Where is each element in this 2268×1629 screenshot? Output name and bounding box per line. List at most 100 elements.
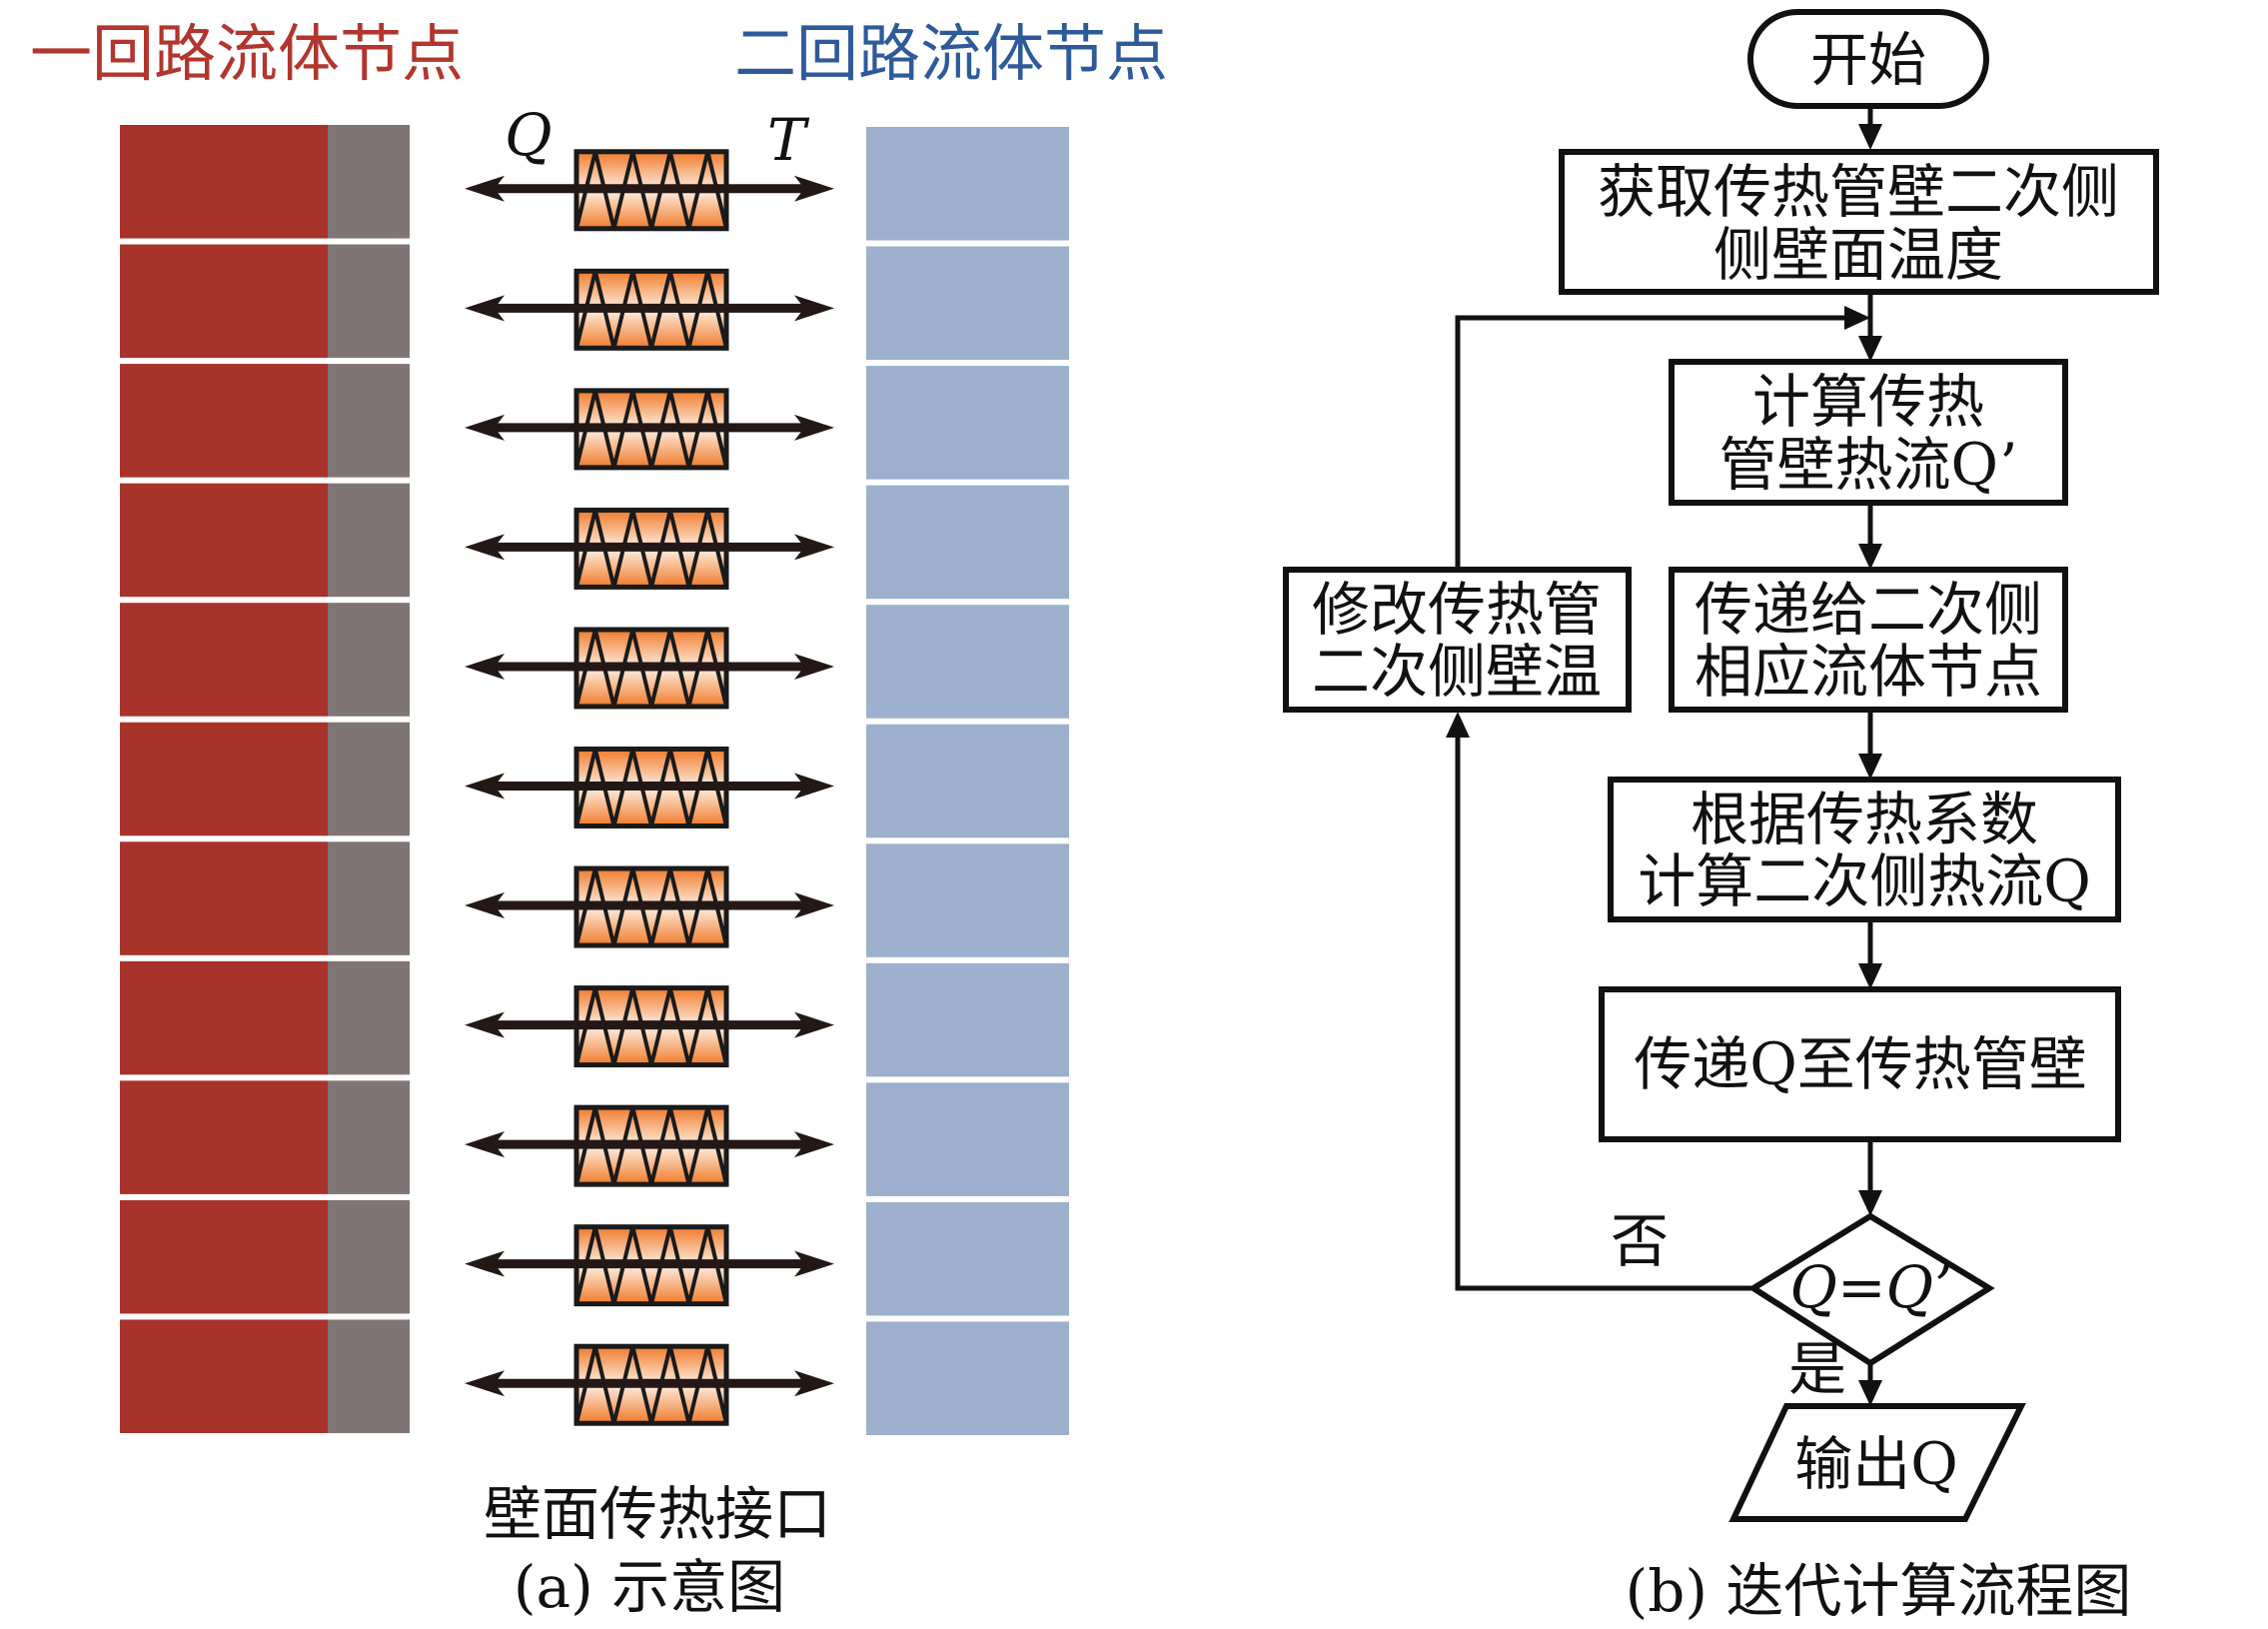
step-2-box [1669, 359, 2068, 506]
arrow-left-icon [465, 1250, 505, 1277]
wall-node [328, 1199, 410, 1314]
secondary-fluid-node [866, 962, 1069, 1077]
step-2-line-1: 计算传热 [1752, 368, 1984, 436]
arrow-right-icon [794, 175, 834, 202]
interface-label: 壁面传热接口 [484, 1480, 831, 1548]
secondary-fluid-node [866, 1082, 1069, 1196]
arrow-down-icon [1858, 754, 1882, 780]
secondary-fluid-node [866, 127, 1069, 241]
panel-b-caption: (b) 迭代计算流程图 [1626, 1557, 2132, 1625]
heat-transfer-coil [465, 507, 834, 590]
arrow-right-icon [794, 1250, 834, 1277]
wall-node [328, 1319, 410, 1433]
decision-label: Q=Q’ [1789, 1253, 1952, 1321]
coil-winding [574, 629, 728, 708]
step-modify-wall-temperature: 修改传热管 二次侧壁温 [1283, 567, 1632, 713]
wall-node [328, 244, 410, 359]
coil-winding [574, 867, 728, 946]
step-5-line-1: 传递Q至传热管壁 [1634, 1030, 2087, 1098]
heat-transfer-coil [465, 268, 834, 351]
primary-fluid-node [120, 722, 328, 836]
wall-node [328, 125, 410, 239]
arrow-left-icon [465, 653, 505, 680]
decision-diamond [1747, 1212, 1995, 1367]
wall-nodes [328, 125, 410, 1433]
arrow-down-icon [1858, 124, 1882, 150]
arrow-left-icon [465, 892, 505, 919]
primary-fluid-node [120, 1319, 328, 1433]
primary-fluid-node [120, 841, 328, 955]
arrow-left-icon [465, 1011, 505, 1038]
arrow-up-icon [1446, 712, 1470, 738]
secondary-fluid-nodes [866, 127, 1069, 1435]
arrow-right-icon [1844, 306, 1870, 330]
loop-back-connector [1455, 315, 1858, 570]
wall-node [328, 364, 410, 478]
coil-winding [574, 390, 728, 469]
coil-winding [574, 1345, 728, 1424]
arrow-right-icon [794, 892, 834, 919]
heat-transfer-interfaces [465, 149, 834, 1426]
heat-transfer-coil [465, 1224, 834, 1307]
wall-node [328, 722, 410, 836]
arrow-left-icon [465, 414, 505, 441]
arrow-right-icon [794, 1131, 834, 1158]
output-label: 输出Q [1794, 1430, 1958, 1498]
step-1-line-1: 获取传热管壁二次侧 [1598, 158, 2119, 226]
heat-transfer-coil [465, 1343, 834, 1426]
primary-fluid-node [120, 960, 328, 1075]
step-3-line-1: 传递给二次侧 [1695, 576, 2042, 644]
step-pass-q-to-wall: 传递Q至传热管壁 [1599, 986, 2121, 1142]
yes-branch-label: 是 [1788, 1335, 1846, 1403]
arrow-left-icon [465, 175, 505, 202]
arrow-left-icon [465, 773, 505, 800]
modify-step-line-2: 二次侧壁温 [1312, 638, 1602, 706]
decision-converged: Q=Q’ 否 是 [1611, 1207, 1995, 1403]
heat-transfer-coil [465, 985, 834, 1068]
primary-fluid-nodes [120, 125, 328, 1433]
output-node: 输出Q [1728, 1403, 2026, 1522]
heat-transfer-coil [465, 627, 834, 710]
secondary-fluid-node [866, 246, 1069, 361]
primary-fluid-node [120, 483, 328, 598]
wall-node [328, 603, 410, 717]
step-2-line-2: 管壁热流Q’ [1718, 431, 2017, 499]
arrow-right-icon [794, 295, 834, 322]
modify-step-line-1: 修改传热管 [1312, 576, 1602, 644]
no-branch-connector [1455, 722, 1753, 1291]
arrow-right-icon [794, 773, 834, 800]
step-1-line-2: 侧壁面温度 [1713, 221, 2003, 289]
coil-winding [574, 749, 728, 826]
wall-node [328, 841, 410, 955]
heat-transfer-coil [465, 149, 834, 232]
step-3-box [1669, 567, 2068, 713]
step-get-wall-temperature: 获取传热管壁二次侧 侧壁面温度 [1559, 149, 2159, 295]
secondary-loop-title: 二回路流体节点 [734, 17, 1168, 90]
output-parallelogram [1728, 1403, 2026, 1522]
secondary-fluid-node [866, 1201, 1069, 1316]
coil-winding [574, 1106, 728, 1185]
heat-flow-label-q: Q [505, 101, 553, 169]
primary-fluid-node [120, 364, 328, 478]
step-pass-to-secondary-node: 传递给二次侧 相应流体节点 [1669, 567, 2068, 713]
start-node: 开始 [1747, 9, 1989, 109]
arrow-right-icon [794, 534, 834, 561]
wall-node [328, 1080, 410, 1194]
coil-winding [574, 151, 728, 230]
coil-winding [574, 1226, 728, 1305]
primary-fluid-node [120, 1080, 328, 1194]
heat-transfer-coil [465, 747, 834, 828]
arrow-left-icon [465, 534, 505, 561]
step-3-line-2: 相应流体节点 [1695, 638, 2042, 706]
arrow-down-icon [1858, 336, 1882, 362]
panel-a-schematic: 一回路流体节点 二回路流体节点 Q T 壁面传热接口 (a) 示意图 [30, 17, 1168, 1621]
arrow-down-icon [1858, 963, 1882, 989]
coil-winding [574, 987, 728, 1066]
step-5-box [1599, 986, 2121, 1142]
wall-node [328, 483, 410, 598]
connectors [1446, 106, 1882, 1406]
primary-loop-title: 一回路流体节点 [30, 17, 464, 90]
secondary-fluid-node [866, 605, 1069, 719]
step-4-line-1: 根据传热系数 [1691, 786, 2038, 853]
step-1-box [1559, 149, 2159, 295]
